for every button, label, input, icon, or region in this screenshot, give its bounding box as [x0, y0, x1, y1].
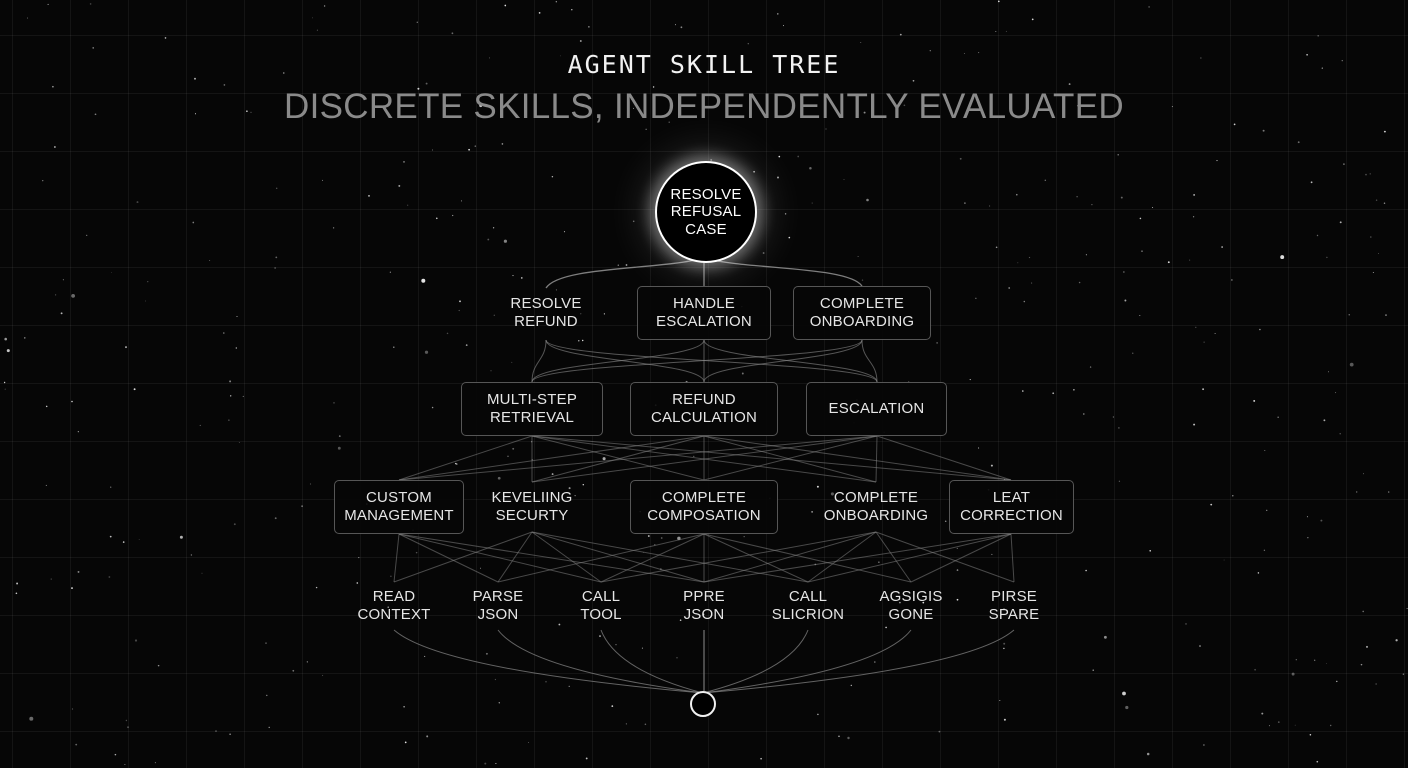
skill-label: READ CONTEXT: [357, 588, 431, 623]
skill-node-handle-escalation[interactable]: HANDLE ESCALATION: [637, 286, 771, 340]
skill-label: CALL SLICRION: [771, 588, 845, 623]
skill-label: COMPLETE COMPOSATION: [647, 489, 761, 524]
skill-label: CUSTOM MANAGEMENT: [344, 489, 454, 524]
skill-node-call-slicrion[interactable]: CALL SLICRION: [762, 582, 854, 630]
skill-label: ESCALATION: [828, 400, 925, 417]
skill-node-custom-management[interactable]: CUSTOM MANAGEMENT: [334, 480, 464, 534]
skill-label: COMPLETE ONBOARDING: [809, 295, 915, 330]
skill-node-refund-calculation[interactable]: REFUND CALCULATION: [630, 382, 778, 436]
skill-label: HANDLE ESCALATION: [656, 295, 752, 330]
skill-node-leat-correction[interactable]: LEAT CORRECTION: [949, 480, 1074, 534]
skill-label: PARSE JSON: [472, 588, 524, 623]
skill-label: CALL TOOL: [580, 588, 622, 623]
skill-label: PPRE JSON: [683, 588, 725, 623]
skill-node-ppre-json[interactable]: PPRE JSON: [663, 582, 745, 630]
skill-label: AGSIGIS GONE: [879, 588, 943, 623]
skill-node-read-context[interactable]: READ CONTEXT: [346, 582, 442, 630]
skill-node-multi-step-retrieval[interactable]: MULTI-STEP RETRIEVAL: [461, 382, 603, 436]
diagram-kicker: AGENT SKILL TREE: [567, 50, 841, 79]
base-node[interactable]: [690, 691, 716, 717]
skill-node-pirse-spare[interactable]: PIRSE SPARE: [970, 582, 1058, 630]
skill-node-agsigis-gone[interactable]: AGSIGIS GONE: [868, 582, 954, 630]
skill-node-complete-onboarding[interactable]: COMPLETE ONBOARDING: [793, 286, 931, 340]
root-skill-node[interactable]: RESOLVE REFUSAL CASE: [655, 161, 757, 263]
skill-label: RESOLVE REFUND: [510, 295, 582, 330]
skill-node-resolve-refund[interactable]: RESOLVE REFUND: [480, 288, 612, 338]
diagram-headline: DISCRETE SKILLS, INDEPENDENTLY EVALUATED: [284, 87, 1124, 126]
skill-node-call-tool[interactable]: CALL TOOL: [560, 582, 642, 630]
skill-label: MULTI-STEP RETRIEVAL: [486, 391, 578, 426]
skill-node-keveliing-securty[interactable]: KEVELIING SECURTY: [470, 482, 594, 532]
skill-node-complete-composation[interactable]: COMPLETE COMPOSATION: [630, 480, 778, 534]
skill-label: COMPLETE ONBOARDING: [823, 489, 929, 524]
skill-node-parse-json[interactable]: PARSE JSON: [456, 582, 540, 630]
root-skill-label: RESOLVE REFUSAL CASE: [670, 185, 742, 238]
skill-label: PIRSE SPARE: [988, 588, 1040, 623]
skill-label: LEAT CORRECTION: [960, 489, 1063, 524]
skill-node-complete-onboarding-2[interactable]: COMPLETE ONBOARDING: [813, 482, 939, 532]
skill-label: KEVELIING SECURTY: [491, 489, 573, 524]
skill-node-escalation[interactable]: ESCALATION: [806, 382, 947, 436]
skill-label: REFUND CALCULATION: [650, 391, 758, 426]
